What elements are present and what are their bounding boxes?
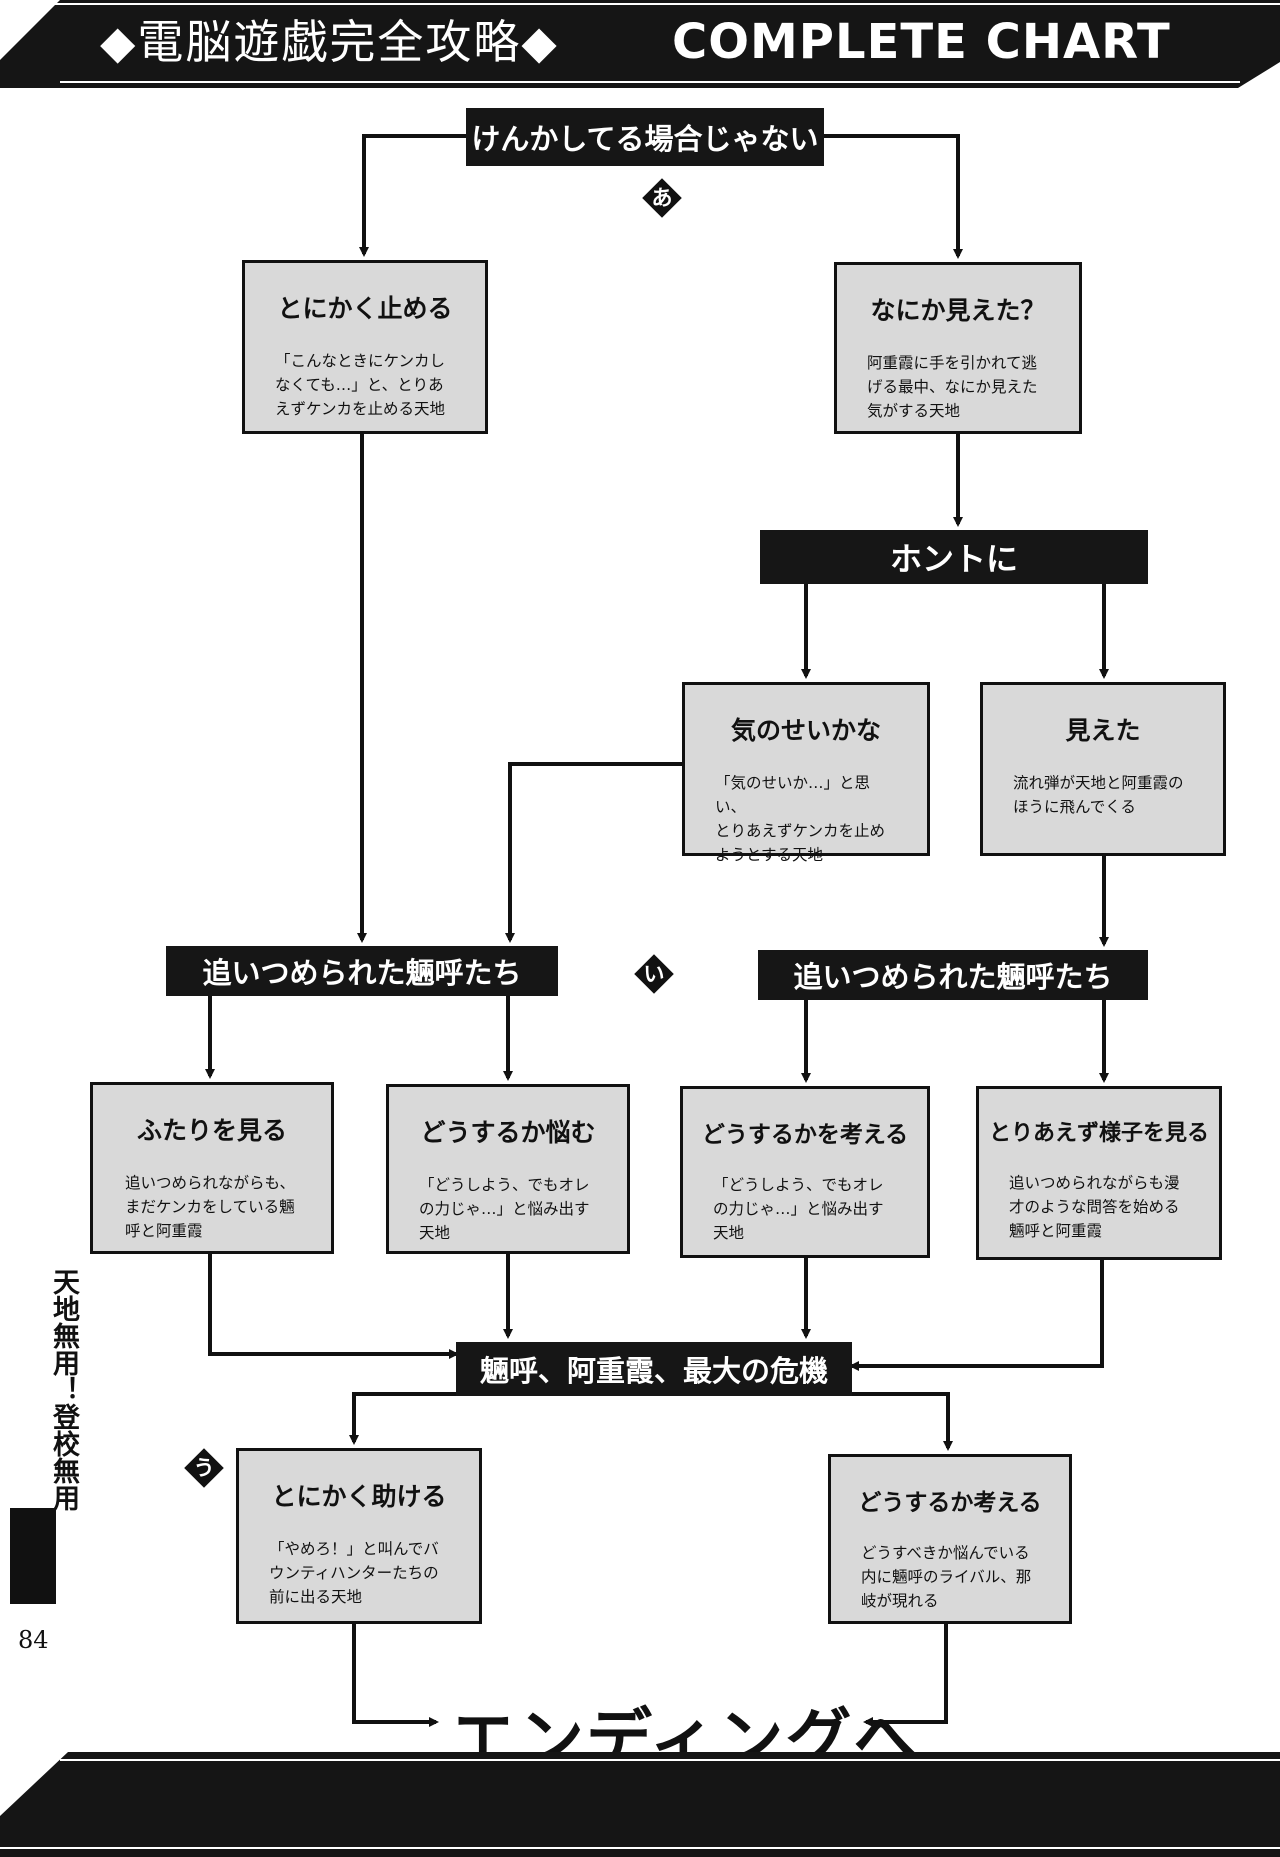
marker-a-text: あ [651,186,673,210]
box-text: 追いつめられながらも漫 才のような問答を始める 魎呼と阿重霞 [1009,1174,1180,1240]
box-title: とにかく止める [277,294,453,323]
box-text: 「どうしよう、でもオレ の力じゃ…」と悩み出す 天地 [713,1176,884,1242]
box-title: ふたりを見る [136,1116,287,1145]
marker-a: あ [642,178,682,218]
marker-u: う [184,1448,224,1488]
box-text: 流れ弾が天地と阿重霞の ほうに飛んでくる [1013,774,1184,816]
box-title: なにか見えた？ [870,296,1046,325]
box-title: 気のせいかな [730,716,881,745]
box-title: 見えた [1065,716,1141,745]
box-worry-left: どうするか悩む 「どうしよう、でもオレ の力じゃ…」と悩み出す 天地 [386,1084,630,1254]
cornered-right-label: 追いつめられた魎呼たち [758,950,1148,1000]
box-text: 追いつめられながらも、 まだケンカをしている魎 呼と阿重霞 [125,1174,296,1240]
header-chart-label: COMPLETE CHART [672,14,1171,70]
box-title: とにかく助ける [271,1482,447,1511]
header-title: ◆電脳遊戯完全攻略◆ [100,15,559,69]
box-title: どうするか考える [858,1490,1042,1516]
box-text: 阿重霞に手を引かれて逃 げる最中、なにか見えた 気がする天地 [867,354,1038,420]
box-text: 「やめろ！」と叫んでバ ウンティハンターたちの 前に出る天地 [269,1540,439,1606]
marker-i: い [634,954,674,994]
side-title: 天地無用！登校無用 [48,1268,79,1511]
marker-u-text: う [193,1456,215,1480]
box-saw-something: なにか見えた？ 阿重霞に手を引かれて逃 げる最中、なにか見えた 気がする天地 [834,262,1082,434]
box-title: とりあえず様子を見る [988,1121,1209,1146]
start-label: けんかしてる場合じゃない [466,108,824,166]
box-text: どうすべきか悩んでいる 内に魎呼のライバル、那 岐が現れる [861,1544,1032,1610]
page-number: 84 [18,1626,49,1654]
box-help: とにかく助ける 「やめろ！」と叫んでバ ウンティハンターたちの 前に出る天地 [236,1448,482,1624]
box-text: 「こんなときにケンカし なくても…」と、とりあ えずケンカを止める天地 [275,352,446,418]
box-saw-it: 見えた 流れ弾が天地と阿重霞の ほうに飛んでくる [980,682,1226,856]
cornered-left-label: 追いつめられた魎呼たち [166,946,558,996]
box-title: どうするかを考える [701,1122,909,1148]
really-label: ホントに [760,530,1148,584]
box-watch-situation: とりあえず様子を見る 追いつめられながらも漫 才のような問答を始める 魎呼と阿重… [976,1086,1222,1260]
box-watch-two: ふたりを見る 追いつめられながらも、 まだケンカをしている魎 呼と阿重霞 [90,1082,334,1254]
side-black-bar [10,1508,56,1604]
crisis-label: 魎呼、阿重霞、最大の危機 [456,1342,852,1396]
box-text: 「気のせいか…」と思い、 とりあえずケンカを止め ようとする天地 [715,774,886,864]
box-consider: どうするか考える どうすべきか悩んでいる 内に魎呼のライバル、那 岐が現れる [828,1454,1072,1624]
box-title: どうするか悩む [420,1118,596,1147]
box-think-right: どうするかを考える 「どうしよう、でもオレ の力じゃ…」と悩み出す 天地 [680,1086,930,1258]
marker-i-text: い [643,962,665,986]
footer-band [0,1752,1280,1857]
box-text: 「どうしよう、でもオレ の力じゃ…」と悩み出す 天地 [419,1176,590,1242]
header-band [0,0,1280,88]
box-stop-fight: とにかく止める 「こんなときにケンカし なくても…」と、とりあ えずケンカを止め… [242,260,488,434]
box-imagination: 気のせいかな 「気のせいか…」と思い、 とりあえずケンカを止め ようとする天地 [682,682,930,864]
